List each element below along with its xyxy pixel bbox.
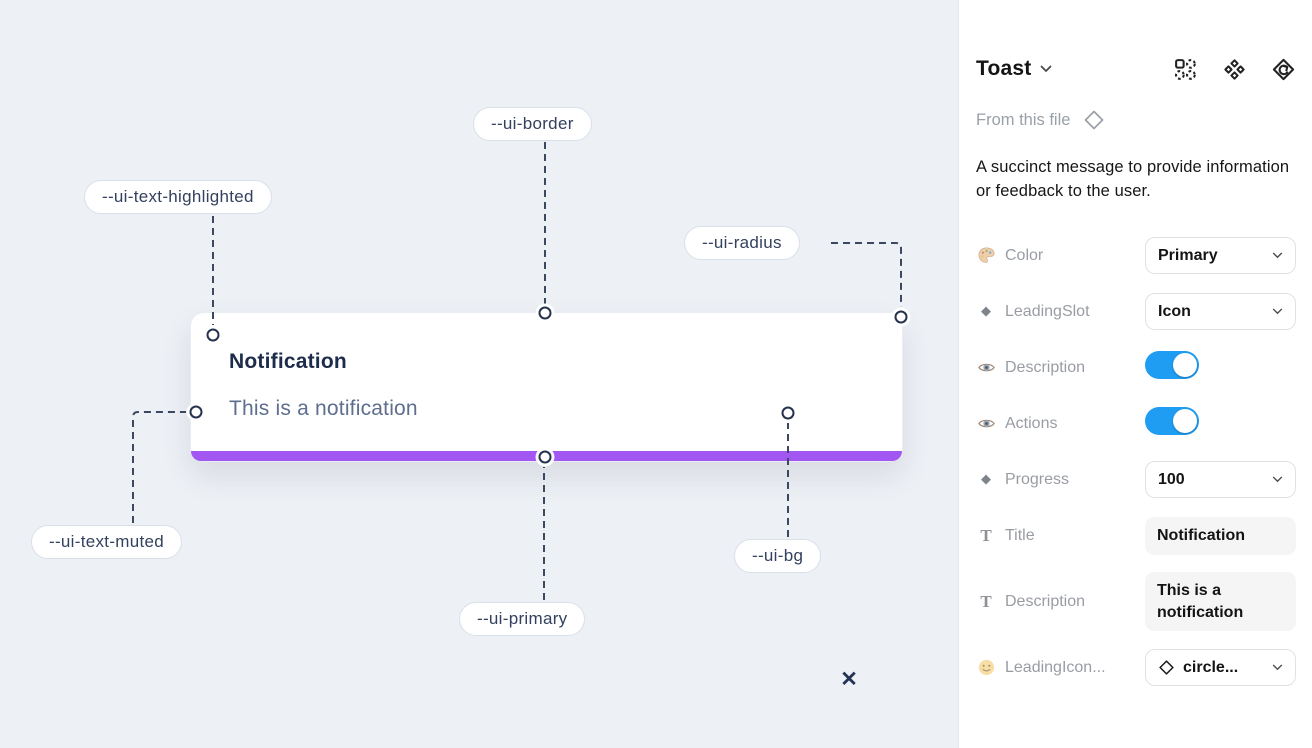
toast-component[interactable]: Notification This is a notification ✕ bbox=[190, 312, 903, 691]
diamond-outline-icon bbox=[1159, 660, 1174, 675]
css-var-label-ui-text-muted[interactable]: --ui-text-muted bbox=[31, 525, 183, 559]
css-var-label-ui-text-highlighted[interactable]: --ui-text-highlighted bbox=[84, 180, 272, 214]
css-var-label-ui-border[interactable]: --ui-border bbox=[473, 107, 592, 141]
component-icon[interactable] bbox=[1221, 56, 1247, 82]
color-dropdown-value: Primary bbox=[1158, 246, 1218, 264]
css-var-label-ui-bg[interactable]: --ui-bg bbox=[734, 539, 822, 573]
description-toggle[interactable] bbox=[1145, 351, 1199, 380]
diamond-icon: ◆ bbox=[981, 472, 991, 488]
leadingslot-dropdown-value: Icon bbox=[1158, 302, 1191, 320]
connector-ui-text-muted bbox=[132, 411, 186, 523]
title-text-field[interactable]: Notification bbox=[1145, 517, 1296, 555]
swap-instance-icon[interactable] bbox=[1172, 56, 1198, 82]
prop-label-leadingicon: LeadingIcon... bbox=[1005, 658, 1106, 676]
prop-row-title: T Title Notification bbox=[976, 508, 1296, 564]
prop-row-actions-toggle: Actions bbox=[976, 396, 1296, 452]
chevron-down-icon bbox=[1041, 65, 1052, 72]
leadingicon-dropdown[interactable]: circle... bbox=[1145, 649, 1296, 687]
prop-row-leadingslot: ◆ LeadingSlot Icon bbox=[976, 284, 1296, 340]
description-text-field[interactable]: This is a notification bbox=[1145, 572, 1296, 632]
header-icon-group bbox=[1172, 56, 1296, 82]
prop-row-description-text: T Description This is a notification bbox=[976, 564, 1296, 640]
source-label: From this file bbox=[976, 110, 1071, 129]
actions-toggle[interactable] bbox=[1145, 407, 1199, 436]
prop-row-progress: ◆ Progress 100 bbox=[976, 452, 1296, 508]
diamond-outline-icon bbox=[1085, 110, 1104, 130]
panel-title: Toast bbox=[976, 57, 1032, 80]
eye-icon bbox=[976, 358, 996, 377]
toast-title: Notification bbox=[229, 350, 347, 373]
anchor-dot-border[interactable] bbox=[538, 306, 552, 320]
prop-row-description-toggle: Description bbox=[976, 340, 1296, 396]
panel-header: Toast bbox=[976, 56, 1296, 82]
prop-label-actions: Actions bbox=[1005, 414, 1058, 432]
component-selector[interactable]: Toast bbox=[976, 57, 1052, 81]
story-icon[interactable] bbox=[1270, 56, 1296, 82]
color-dropdown[interactable]: Primary bbox=[1145, 237, 1296, 275]
prop-label-leadingslot: LeadingSlot bbox=[1005, 302, 1090, 320]
prop-row-leadingicon: LeadingIcon... circle... bbox=[976, 640, 1296, 696]
eye-icon bbox=[976, 414, 996, 433]
connector-ui-radius bbox=[831, 242, 902, 307]
toggle-knob bbox=[1173, 409, 1197, 434]
leadingicon-dropdown-value: circle... bbox=[1183, 658, 1239, 676]
anchor-dot-bg[interactable] bbox=[781, 406, 795, 420]
smiley-icon bbox=[976, 658, 996, 677]
prop-label-description-text: Description bbox=[1005, 592, 1086, 610]
component-canvas: Notification This is a notification ✕ --… bbox=[0, 0, 958, 748]
toast-description: This is a notification bbox=[229, 397, 418, 420]
css-var-label-ui-primary[interactable]: --ui-primary bbox=[459, 602, 586, 636]
chevron-down-icon bbox=[1272, 308, 1283, 315]
chevron-down-icon bbox=[1272, 476, 1283, 483]
prop-label-color: Color bbox=[1005, 246, 1044, 264]
properties-panel: Toast bbox=[958, 0, 1312, 748]
prop-row-color: Color Primary bbox=[976, 228, 1296, 284]
close-icon[interactable]: ✕ bbox=[834, 665, 864, 695]
source-row: From this file bbox=[976, 108, 1296, 132]
component-description: A succinct message to provide informatio… bbox=[976, 158, 1290, 200]
text-icon: T bbox=[980, 591, 992, 611]
anchor-dot-text-highlighted[interactable] bbox=[206, 328, 220, 342]
palette-icon bbox=[976, 246, 996, 265]
chevron-down-icon bbox=[1272, 664, 1283, 671]
chevron-down-icon bbox=[1272, 252, 1283, 259]
prop-label-description: Description bbox=[1005, 358, 1086, 376]
progress-dropdown-value: 100 bbox=[1158, 470, 1185, 488]
prop-label-progress: Progress bbox=[1005, 470, 1070, 488]
anchor-dot-radius[interactable] bbox=[894, 310, 908, 324]
css-var-label-ui-radius[interactable]: --ui-radius bbox=[684, 226, 800, 260]
leadingslot-dropdown[interactable]: Icon bbox=[1145, 293, 1296, 331]
text-icon: T bbox=[980, 525, 992, 545]
progress-dropdown[interactable]: 100 bbox=[1145, 461, 1296, 499]
anchor-dot-primary[interactable] bbox=[538, 450, 552, 464]
anchor-dot-text-muted[interactable] bbox=[189, 405, 203, 419]
diamond-icon: ◆ bbox=[981, 304, 991, 320]
prop-label-title: Title bbox=[1005, 526, 1035, 544]
toggle-knob bbox=[1173, 353, 1197, 378]
property-list: Color Primary ◆ LeadingSlot Icon bbox=[976, 228, 1296, 696]
